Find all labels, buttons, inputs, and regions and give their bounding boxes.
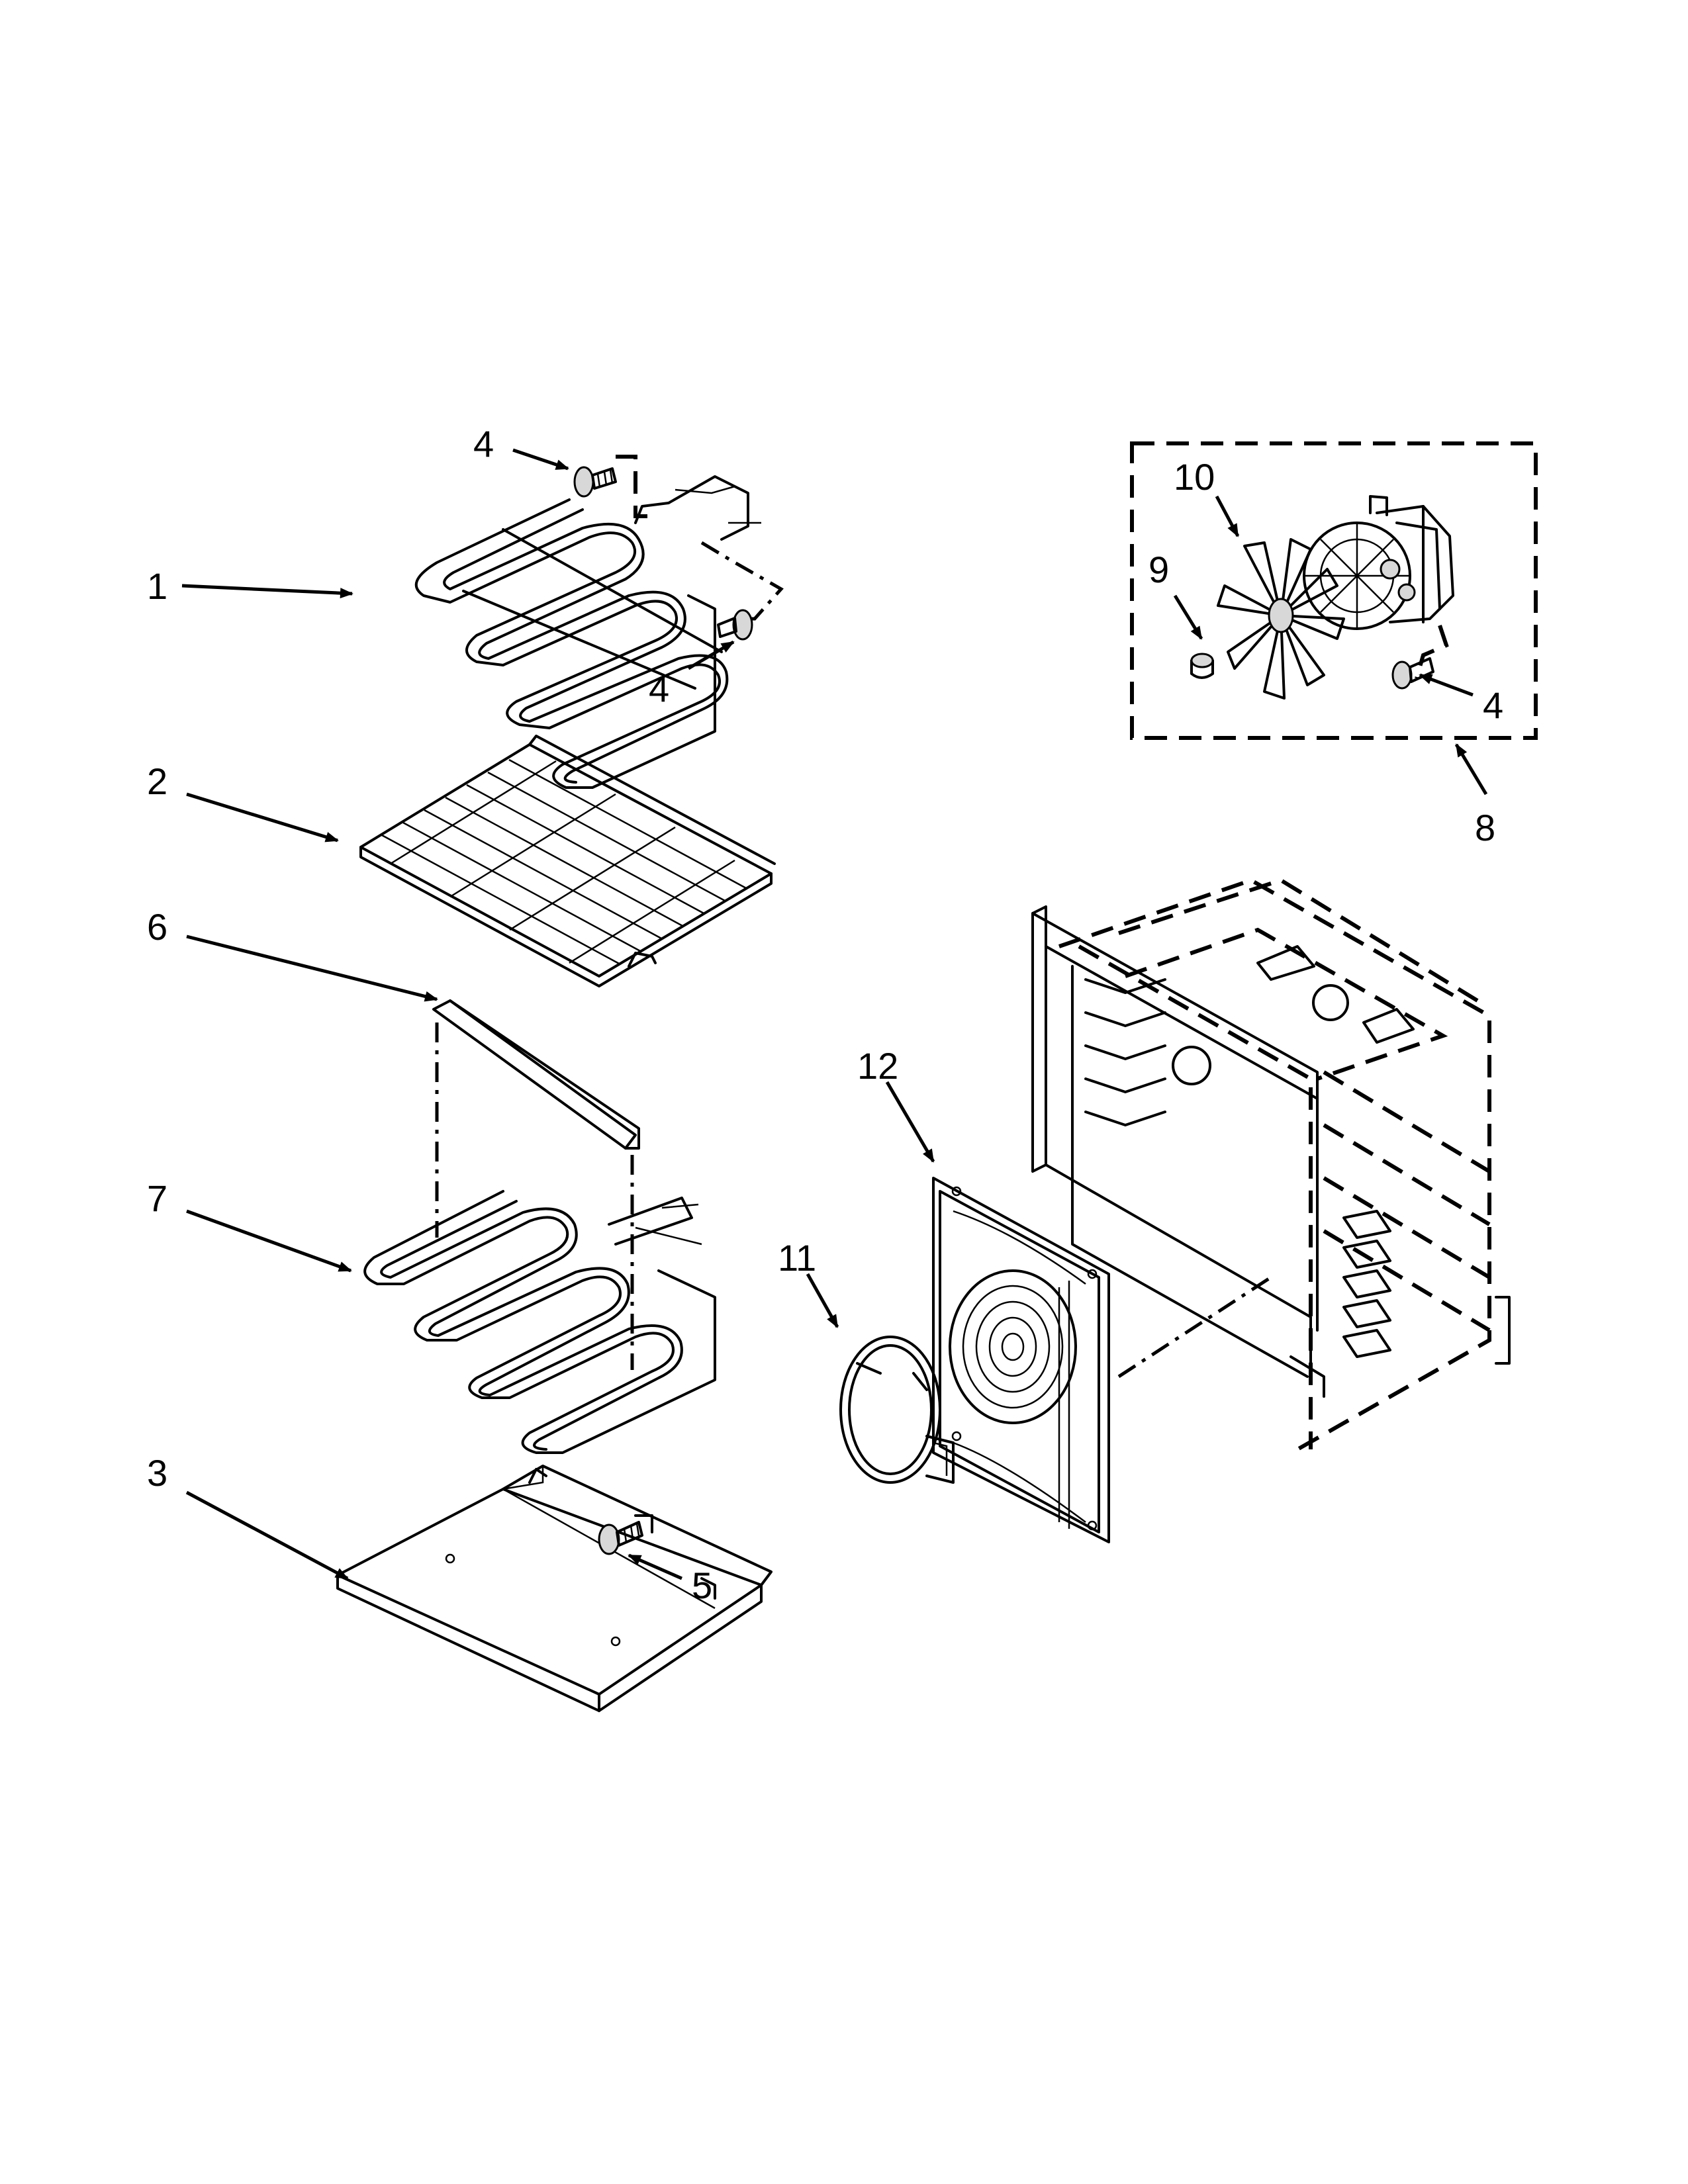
part-11-ring-element[interactable] [839, 1336, 955, 1484]
part-6-element-shield[interactable] [432, 999, 640, 1370]
callout-2: 2 [147, 760, 167, 802]
screw-4-mid[interactable] [717, 609, 753, 641]
callout-8: 8 [1475, 807, 1495, 848]
callout-3: 3 [147, 1452, 167, 1494]
callout-11: 11 [778, 1237, 816, 1279]
part-8-dashed-box [1130, 441, 1538, 740]
callout-6: 6 [147, 906, 167, 948]
screw-4-right[interactable] [1391, 657, 1434, 690]
callout-1: 1 [147, 565, 167, 607]
callout-10: 10 [1174, 456, 1215, 498]
screw-5[interactable] [598, 1521, 643, 1555]
screw-4-top[interactable] [573, 466, 617, 498]
part-9-fan-nut[interactable] [1190, 653, 1214, 679]
part-12-fan-cover[interactable] [932, 1177, 1110, 1543]
callout-5: 5 [692, 1565, 712, 1606]
part-7-lower-element[interactable] [363, 1190, 716, 1454]
callout-4-top: 4 [473, 423, 494, 465]
part-2-oven-rack[interactable] [359, 735, 776, 987]
oven-cavity[interactable] [1031, 878, 1511, 1451]
callout-7: 7 [147, 1177, 167, 1219]
part-3-bottom-panel[interactable] [336, 1465, 773, 1712]
callout-4-right: 4 [1483, 684, 1503, 726]
callout-labels: 1 2 6 7 3 4 4 5 10 9 4 8 12 11 [147, 423, 1503, 1606]
callout-9: 9 [1149, 549, 1169, 590]
convection-fan-motor[interactable] [1303, 495, 1454, 679]
callout-12: 12 [857, 1045, 898, 1087]
leader-arrows [181, 448, 1488, 1580]
callout-4-mid: 4 [649, 668, 669, 709]
part-10-fan-blade[interactable] [1217, 538, 1345, 700]
